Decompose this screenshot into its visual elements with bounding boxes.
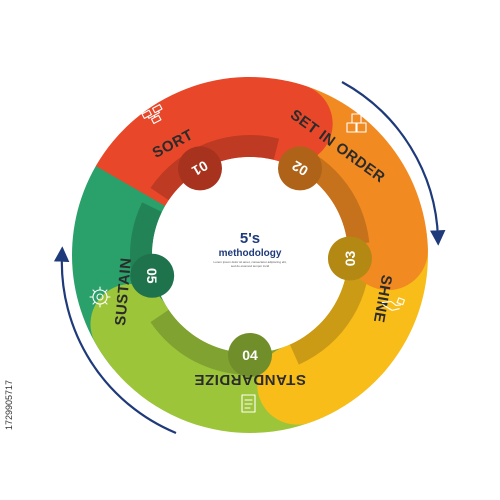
step-badge-sustain: 05 <box>130 253 175 298</box>
boxes-icon <box>346 113 367 133</box>
step-badge-shine: 03 <box>327 236 372 281</box>
segment-inner-band-sort <box>150 135 280 201</box>
step-number: 03 <box>342 250 358 266</box>
center-title: 5's <box>240 230 260 247</box>
step-badge-sort: 01 <box>178 146 222 191</box>
step-label-standardize: STANDARDIZE <box>194 371 306 388</box>
step-badge-standardize: 04 <box>228 333 272 377</box>
document-checklist-icon <box>241 394 256 413</box>
center-description-line1: Lorem ipsum dolor sit amet, consectetur … <box>213 260 286 264</box>
cycle-arrow-right <box>341 81 446 246</box>
step-number: 01 <box>189 158 211 180</box>
center-disc <box>152 157 348 353</box>
step-badge-circle <box>327 236 372 281</box>
step-badge-circle <box>278 146 322 191</box>
step-number-badges: 01 02 03 04 05 <box>130 146 372 377</box>
step-number: 02 <box>289 157 311 179</box>
ring-segments <box>72 76 428 433</box>
step-number: 04 <box>242 347 258 363</box>
watermark-side-id: 1729905717 <box>4 379 14 430</box>
step-badge-circle <box>228 333 272 377</box>
cleaning-hand-icon <box>381 297 406 311</box>
cycle-arrow-left <box>53 246 177 435</box>
step-label-sustain: SUSTAIN <box>112 257 135 326</box>
step-number: 05 <box>144 268 160 284</box>
center-subtitle: methodology <box>219 248 282 259</box>
gear-icon <box>89 286 111 308</box>
tree-structure-icon <box>141 104 163 125</box>
step-badge-set-in-order: 02 <box>278 146 322 191</box>
step-badge-circle <box>178 146 222 191</box>
step-badge-circle <box>130 253 175 298</box>
center-description-line2: sed do eiusmod tempor incid <box>231 264 270 268</box>
